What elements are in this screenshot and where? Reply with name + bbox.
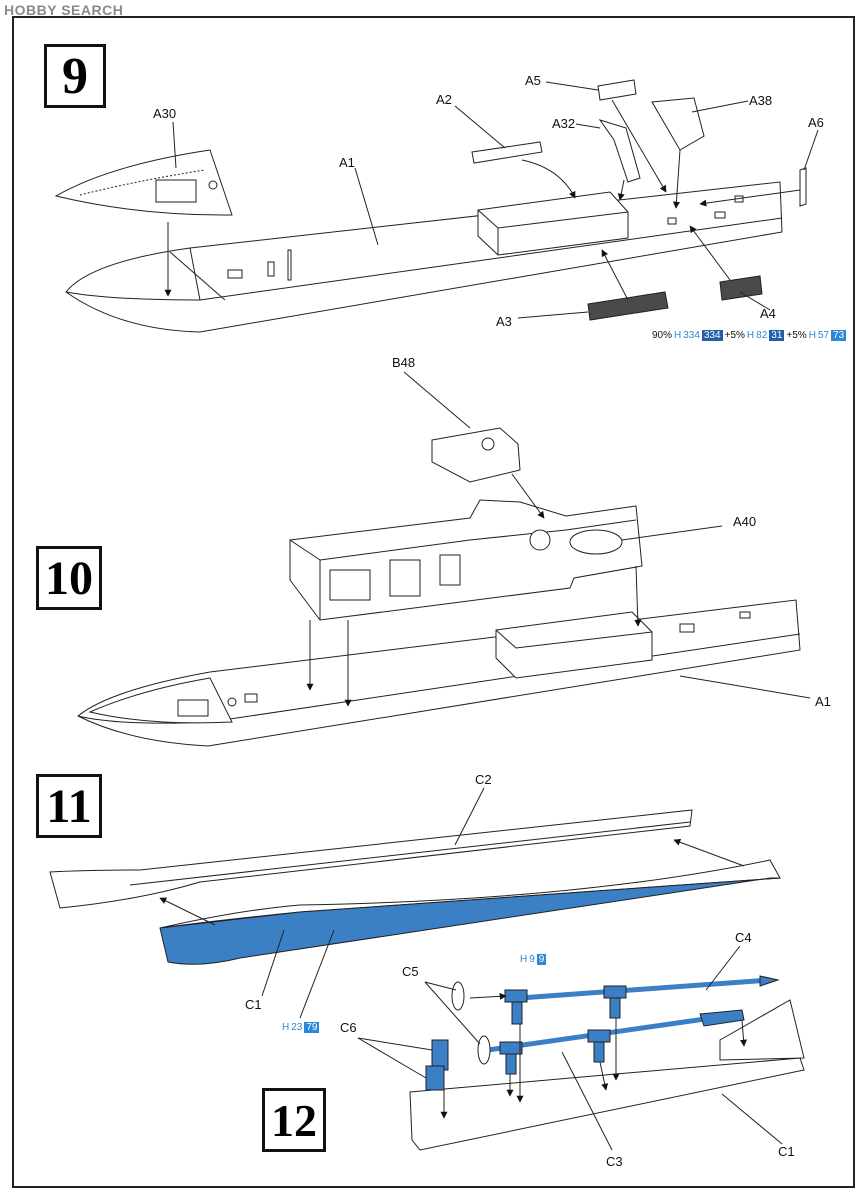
hull-assembled-a1 (77, 599, 801, 747)
step-10-number: 10 (36, 546, 102, 610)
rudder-c6-lower (425, 1065, 445, 1091)
part-a5 (597, 79, 637, 101)
part-a38 (651, 97, 705, 151)
step-12-drawing (357, 945, 805, 1151)
label-b48: B48 (392, 355, 416, 370)
step-12-number: 12 (262, 1088, 326, 1152)
label-c2: C2 (475, 772, 492, 787)
step-9-number: 9 (44, 44, 106, 108)
label-a3: A3 (496, 314, 512, 329)
part-a2 (471, 141, 543, 164)
part-a3 (587, 291, 669, 321)
label-a4: A4 (760, 306, 776, 321)
step-9-drawing (54, 79, 819, 333)
part-a4 (719, 275, 763, 301)
part-a6 (799, 167, 807, 207)
label-a30: A30 (153, 106, 177, 121)
label-a5: A5 (525, 73, 541, 88)
label-c4: C4 (735, 930, 752, 945)
label-c5: C5 (402, 964, 419, 979)
paint-code-c1: H 23 79 (282, 1022, 320, 1033)
bow-deck-part-a30 (54, 149, 233, 216)
hull-half-c1 (159, 859, 781, 929)
shaft-c3 (487, 1011, 741, 1053)
superstructure-a40 (289, 499, 643, 621)
label-a6: A6 (808, 115, 824, 130)
instruction-page-frame (12, 16, 855, 1188)
paint-mix-code: 90% H 334 334 +5% H 82 31 +5% H 57 73 (652, 330, 847, 341)
label-a32: A32 (552, 116, 576, 131)
step-11-drawing (49, 787, 781, 1019)
propeller-c5-lower (477, 1035, 491, 1065)
propeller-c5-upper (451, 981, 465, 1011)
label-a40: A40 (733, 514, 757, 529)
shaft-c4 (519, 977, 771, 1001)
part-b48 (431, 427, 521, 483)
label-c3: C3 (606, 1154, 623, 1169)
part-a32 (598, 119, 641, 183)
hull-bottom-c1 (409, 1057, 805, 1151)
paint-code-c5: H 9 9 (520, 954, 547, 965)
label-a2: A2 (436, 92, 452, 107)
step-10-drawing (77, 371, 811, 747)
hull-half-c2 (49, 809, 693, 909)
label-a38: A38 (749, 93, 773, 108)
label-c1: C1 (245, 997, 262, 1012)
label-c6: C6 (340, 1020, 357, 1035)
label-a1-step10: A1 (815, 694, 831, 709)
hobby-search-watermark: HOBBY SEARCH (4, 2, 124, 18)
label-a1: A1 (339, 155, 355, 170)
step-11-number: 11 (36, 774, 102, 838)
label-c1-step12: C1 (778, 1144, 795, 1159)
